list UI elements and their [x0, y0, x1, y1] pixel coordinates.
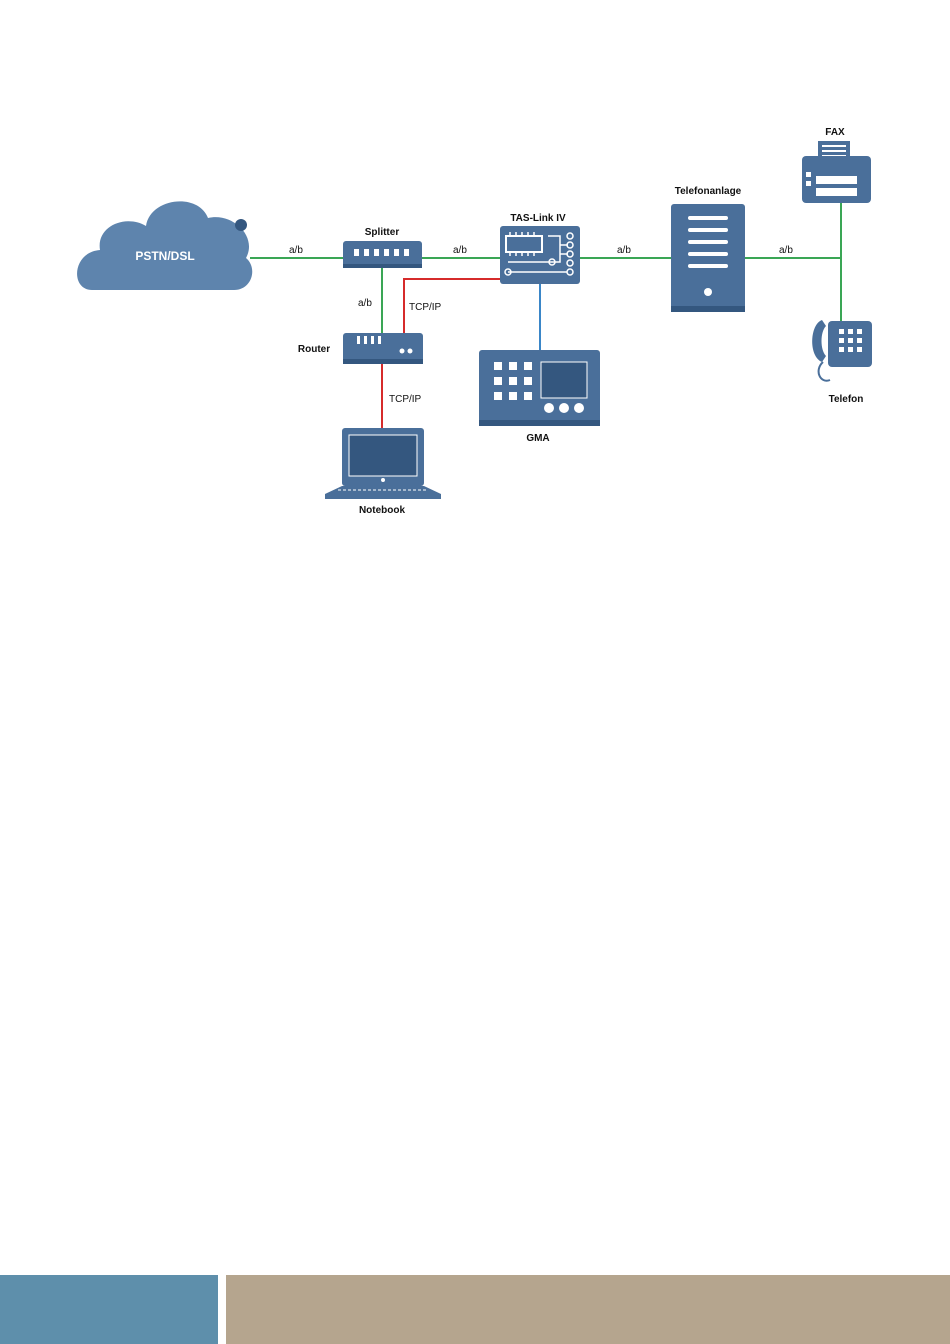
fax-icon — [802, 141, 871, 203]
router-icon — [343, 333, 423, 364]
footer-bar-right — [226, 1275, 950, 1344]
phone-icon — [812, 320, 872, 381]
notebook-label: Notebook — [359, 505, 406, 516]
label-splitter-router: a/b — [358, 298, 372, 309]
phone-label: Telefon — [829, 394, 864, 405]
router-label: Router — [298, 344, 330, 355]
splitter-label: Splitter — [365, 227, 400, 238]
label-cloud-splitter: a/b — [289, 245, 303, 256]
notebook-icon — [325, 428, 441, 499]
pbx-icon — [671, 204, 745, 312]
label-pbx-terminals: a/b — [779, 245, 793, 256]
gma-icon — [479, 350, 600, 426]
cloud-icon — [77, 201, 252, 290]
cloud-label: PSTN/DSL — [135, 249, 194, 263]
taslink-label: TAS-Link IV — [510, 213, 566, 224]
label-router-taslink: TCP/IP — [409, 302, 442, 313]
label-router-notebook: TCP/IP — [389, 394, 422, 405]
footer-bar-left — [0, 1275, 218, 1344]
label-splitter-taslink: a/b — [453, 245, 467, 256]
taslink-icon — [500, 226, 580, 284]
label-taslink-pbx: a/b — [617, 245, 631, 256]
network-diagram: a/b a/b a/b a/b a/b TCP/IP TCP/IP PSTN/D… — [0, 0, 950, 560]
splitter-icon — [343, 241, 422, 268]
fax-label: FAX — [825, 127, 845, 138]
pbx-label: Telefonanlage — [675, 186, 742, 197]
gma-label: GMA — [526, 433, 549, 444]
